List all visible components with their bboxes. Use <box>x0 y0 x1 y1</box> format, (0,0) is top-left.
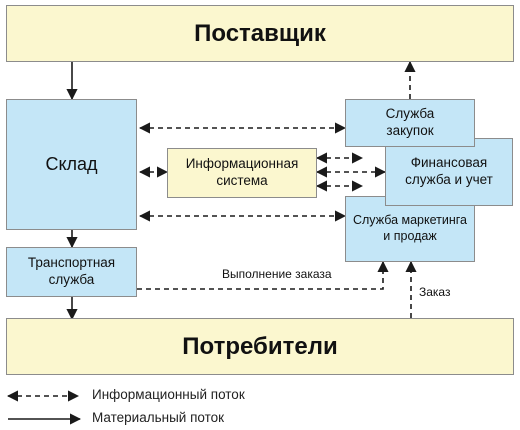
procurement-box: Служба закупок <box>345 99 475 147</box>
warehouse-box: Склад <box>6 99 137 230</box>
finance-label: Финансовая служба и учет <box>405 155 493 187</box>
marketing-label: Служба маркетинга и продаж <box>352 213 467 243</box>
supplier-box: Поставщик <box>6 5 514 62</box>
info-system-box: Информационная система <box>167 148 317 198</box>
legend-info-flow-label: Информационный поток <box>92 387 245 402</box>
legend-material-flow-label: Материальный поток <box>92 410 225 425</box>
finance-box: Финансовая служба и учет <box>385 138 513 206</box>
order-fulfillment-label: Выполнение заказа <box>222 267 332 281</box>
marketing-box: Служба маркетинга и продаж <box>345 196 475 262</box>
consumers-box: Потребители <box>6 318 514 375</box>
procurement-label: Служба закупок <box>385 106 435 138</box>
order-label: Заказ <box>419 285 451 299</box>
info-system-label: Информационная система <box>185 156 299 188</box>
transport-label: Транспортная служба <box>27 255 116 287</box>
transport-box: Транспортная служба <box>6 247 137 297</box>
info-flow-order-fulfillment <box>137 260 389 290</box>
